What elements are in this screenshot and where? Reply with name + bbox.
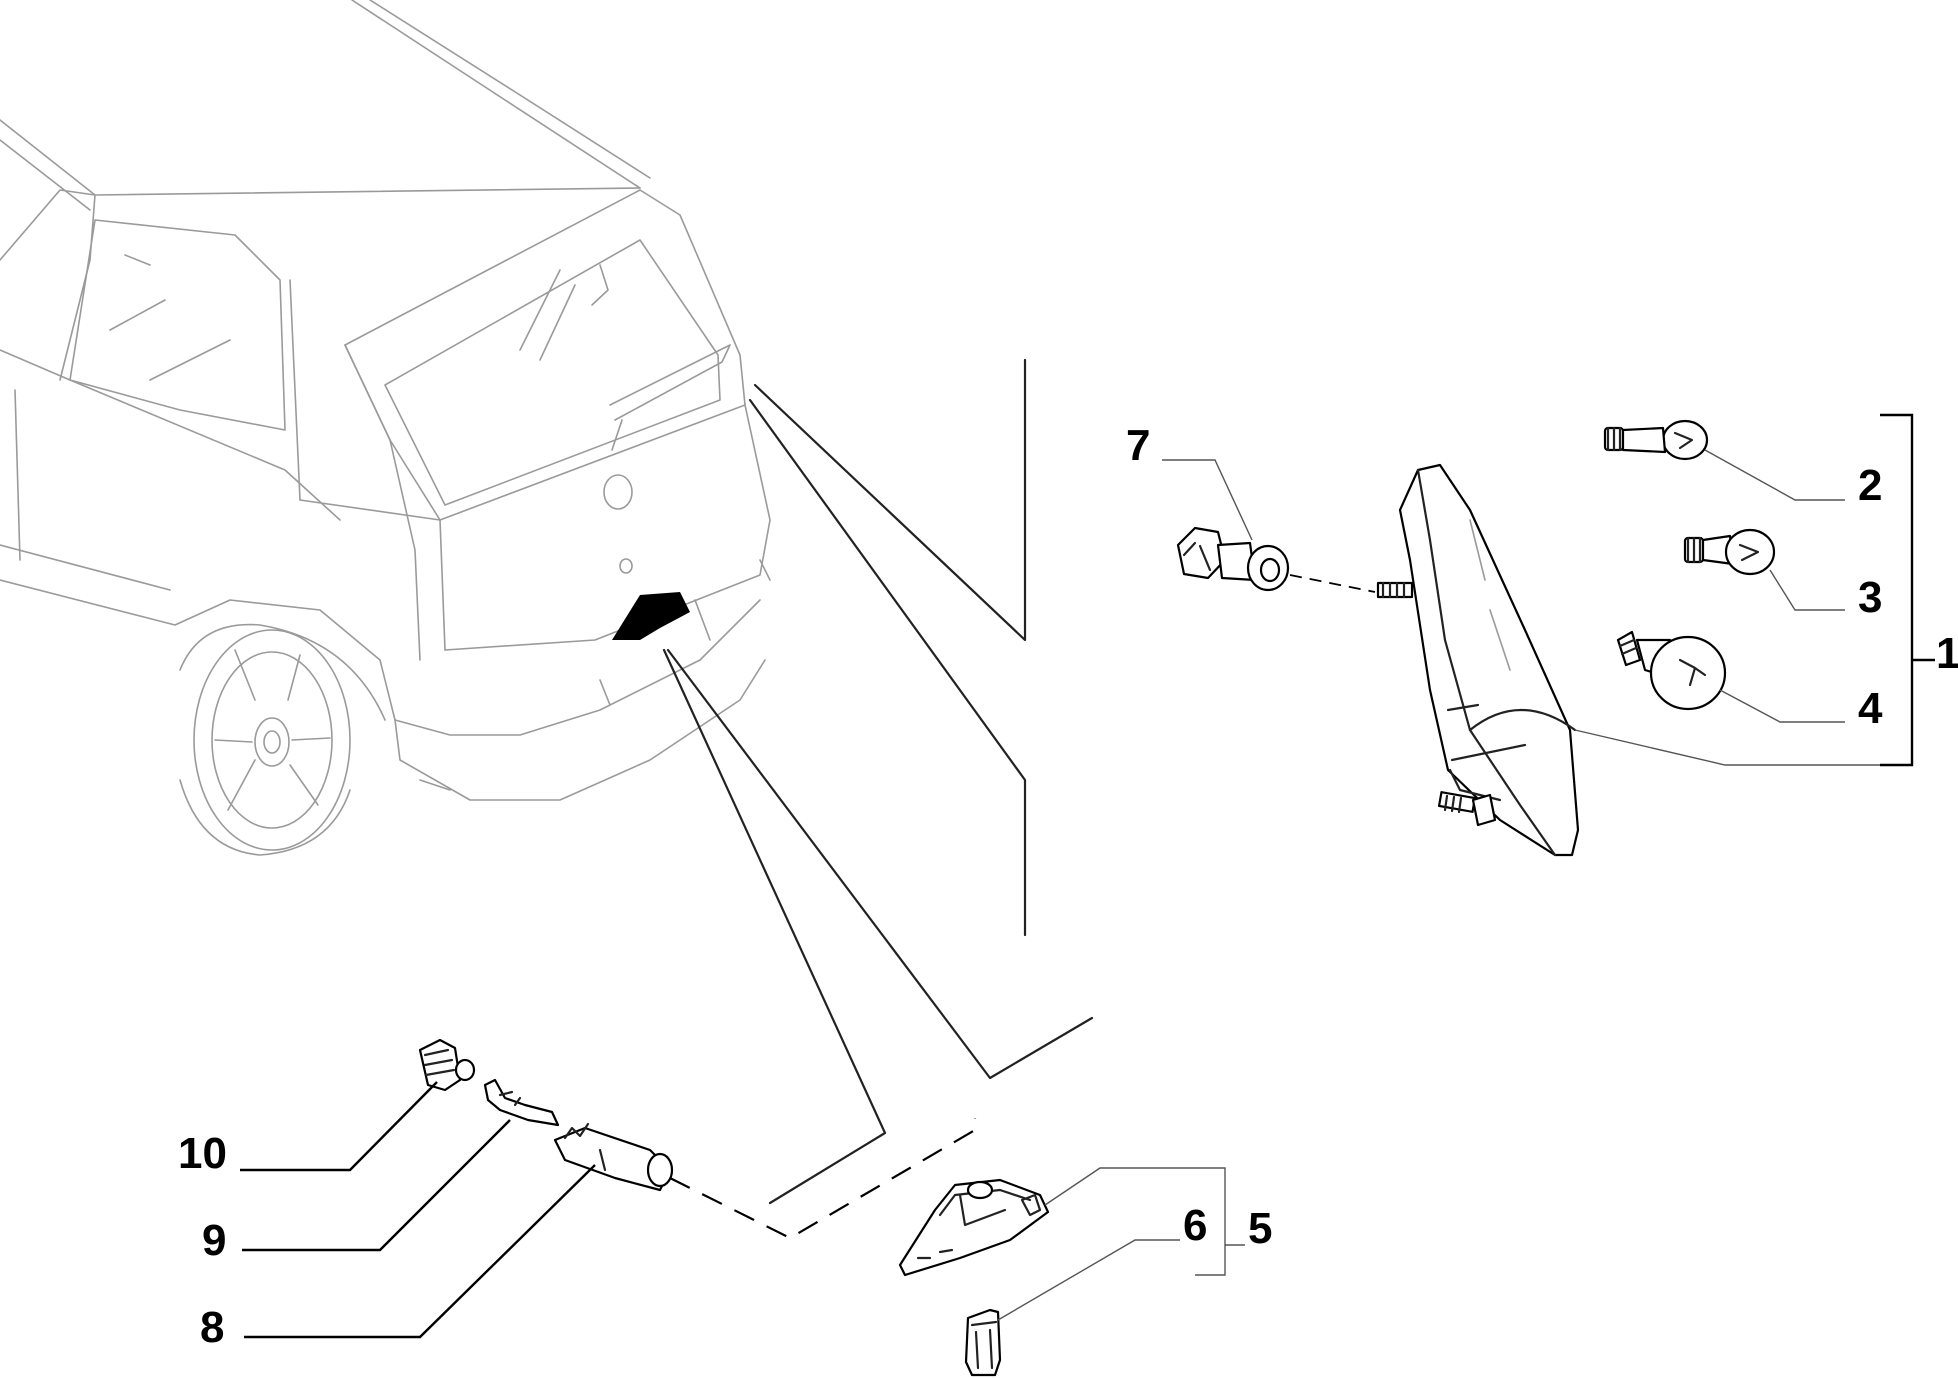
bulb-6 <box>964 1308 1002 1377</box>
callout-2: 2 <box>1858 461 1882 510</box>
callout-labels: 1 2 3 4 5 6 7 8 9 10 <box>178 421 1958 1352</box>
bulb-2 <box>1603 419 1709 461</box>
callout-5: 5 <box>1248 1204 1272 1253</box>
callout-3: 3 <box>1858 573 1882 622</box>
grommet-10 <box>418 1038 476 1092</box>
callout-7: 7 <box>1126 421 1150 470</box>
plate-light-5 <box>898 1178 1050 1277</box>
callout-8: 8 <box>200 1303 224 1352</box>
bulb-3 <box>1683 528 1776 576</box>
zoom-lines <box>662 358 1094 1205</box>
leader-lines <box>240 413 1935 1339</box>
callout-9: 9 <box>202 1216 226 1265</box>
car-rear-view <box>0 0 771 856</box>
terminal-9 <box>483 1078 560 1127</box>
fastener-7 <box>1176 526 1376 593</box>
callout-1: 1 <box>1936 629 1958 678</box>
callout-4: 4 <box>1858 684 1883 733</box>
bulb-4 <box>1616 630 1727 711</box>
callout-10: 10 <box>178 1129 227 1178</box>
callout-6: 6 <box>1183 1201 1207 1250</box>
socket-8 <box>553 1122 674 1192</box>
tail-lamp-assembly <box>1376 463 1580 857</box>
